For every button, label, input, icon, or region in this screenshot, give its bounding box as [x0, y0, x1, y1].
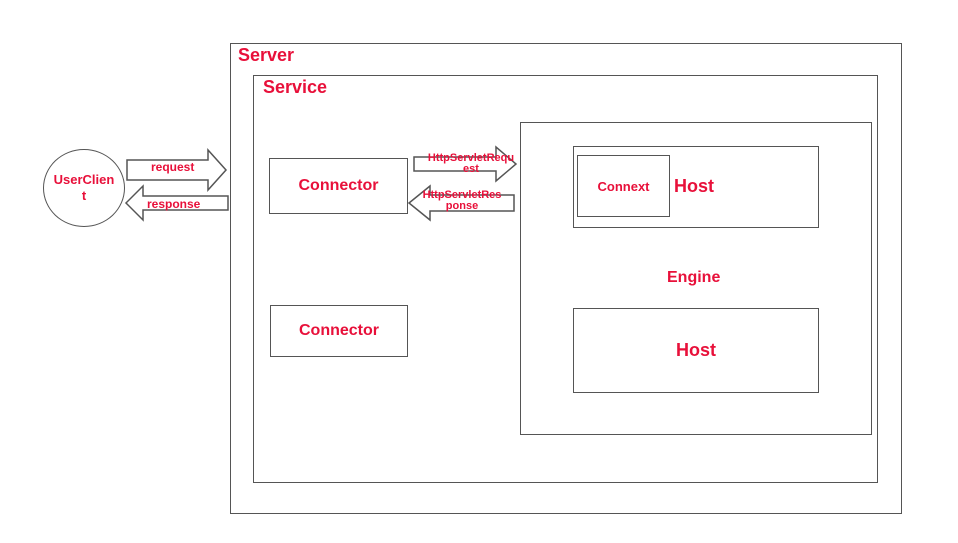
host-label-1: Host [674, 176, 714, 196]
server-box [230, 43, 902, 514]
user-client-label-line1: UserClien [53, 172, 115, 187]
response-arrow [124, 184, 229, 222]
http-request-label-line2: est [463, 163, 479, 175]
engine-box [520, 122, 872, 435]
service-box [253, 75, 878, 483]
host-box-2: Host [573, 308, 819, 393]
http-request-label: HttpServletRequ est [414, 153, 528, 175]
http-response-arrow [407, 184, 515, 222]
user-client-node: UserClien t [43, 149, 125, 227]
http-request-label-line1: HttpServletRequ [427, 152, 515, 164]
http-response-label-line1: HttpServletRes [422, 189, 502, 201]
host-label-2: Host [676, 340, 716, 360]
context-label: Connext [597, 178, 650, 194]
http-response-label-line2: ponse [445, 200, 479, 212]
connector-label-2: Connector [299, 322, 379, 339]
server-label: Server [238, 45, 295, 65]
connector-label-1: Connector [298, 177, 379, 194]
context-box: Connext [577, 155, 670, 217]
http-request-arrow [413, 145, 518, 183]
host-box-1 [573, 146, 819, 228]
request-label: request [151, 160, 195, 174]
http-response-label: HttpServletRes ponse [405, 190, 519, 212]
connector-box-2: Connector [270, 305, 408, 357]
user-client-label-line2: t [81, 188, 87, 203]
connector-box-1: Connector [269, 158, 408, 214]
response-label: response [147, 197, 201, 211]
service-label: Service [263, 77, 328, 97]
request-arrow [126, 148, 228, 192]
engine-label: Engine [667, 269, 721, 286]
